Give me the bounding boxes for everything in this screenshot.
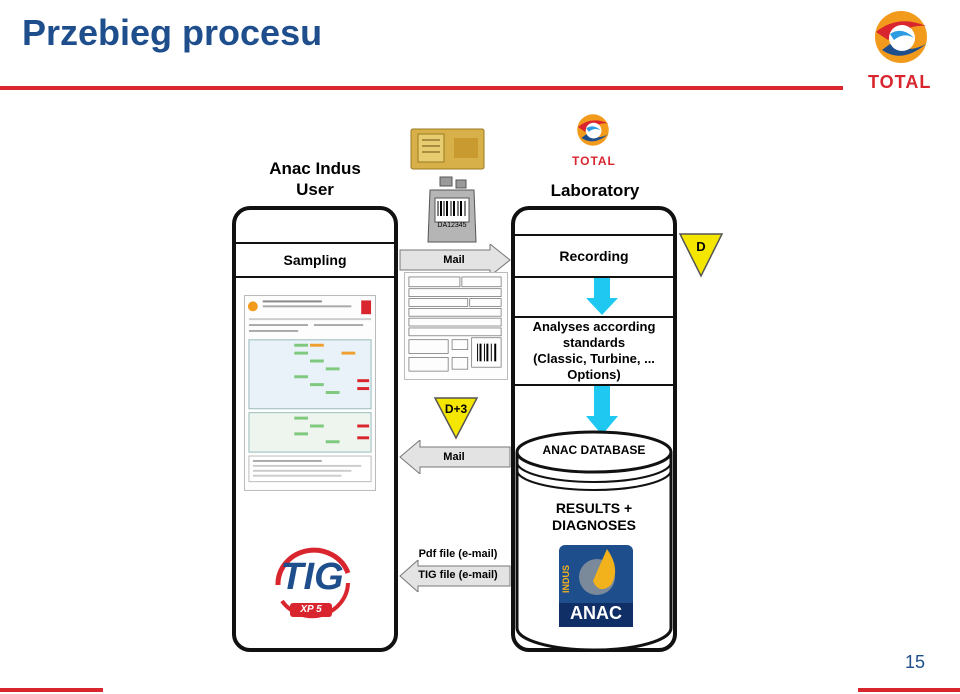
indus-word: INDUS (561, 565, 571, 594)
tig-word: TIG (280, 556, 344, 598)
recording-box: Recording (515, 234, 673, 278)
tig-file-arrow-to-user (399, 560, 511, 592)
user-heading: Anac Indus User (250, 158, 380, 200)
results-label: RESULTS + DIAGNOSES (525, 500, 663, 534)
analyses-line1: Analyses according (532, 319, 656, 334)
database-label: ANAC DATABASE (542, 443, 646, 457)
analyses-line4: Options) (567, 367, 621, 382)
anac-word: ANAC (570, 603, 622, 623)
mail-arrow-to-lab (399, 244, 511, 276)
d-plus-3-marker-label: D+3 (444, 402, 468, 416)
tig-badge: XP 5 (300, 604, 322, 615)
sampling-box: Sampling (236, 242, 394, 278)
sample-bottle-icon (427, 176, 477, 243)
brand-word-small: TOTAL (572, 154, 616, 168)
analysis-report-thumbnail (244, 295, 376, 491)
tig-file-label: TIG file (e-mail) (418, 569, 498, 581)
user-heading-line1: Anac Indus (269, 159, 361, 178)
brand-word-top: TOTAL (868, 72, 932, 92)
user-heading-line2: User (296, 180, 334, 199)
analyses-line2: standards (562, 335, 626, 350)
footer-rule-right (858, 688, 960, 692)
flow-arrow-recording-to-analyses (586, 278, 618, 315)
total-logo-icon (875, 11, 927, 63)
d-marker-label: D (696, 239, 706, 254)
anac-indus-logo-icon (559, 545, 633, 627)
analyses-line3: (Classic, Turbine, ... (533, 351, 655, 366)
title-rule (0, 86, 843, 90)
results-line2: DIAGNOSES (551, 517, 636, 533)
sample-packet-icon (410, 128, 485, 170)
mail-arrow-to-user (399, 440, 511, 474)
footer-rule-left (0, 688, 103, 692)
mail-to-user-label: Mail (443, 451, 465, 463)
pdf-file-label: Pdf file (e-mail) (418, 548, 498, 560)
tig-logo-icon (275, 547, 351, 619)
bottle-label: DA12345 (437, 222, 467, 229)
results-line1: RESULTS + (555, 500, 633, 516)
flow-arrow-analyses-to-database (586, 386, 618, 435)
page-number: 15 (905, 652, 926, 672)
d-marker-triangle-icon (678, 233, 724, 278)
slide-title: Przebieg procesu (22, 12, 323, 53)
lab-form-thumbnail (404, 272, 508, 380)
mail-to-lab-label: Mail (443, 254, 465, 266)
analyses-box: Analyses according standards (Classic, T… (515, 316, 673, 386)
d-plus-3-marker-triangle-icon (433, 397, 479, 440)
laboratory-heading: Laboratory (550, 181, 640, 200)
total-logo-small-icon (577, 114, 609, 146)
